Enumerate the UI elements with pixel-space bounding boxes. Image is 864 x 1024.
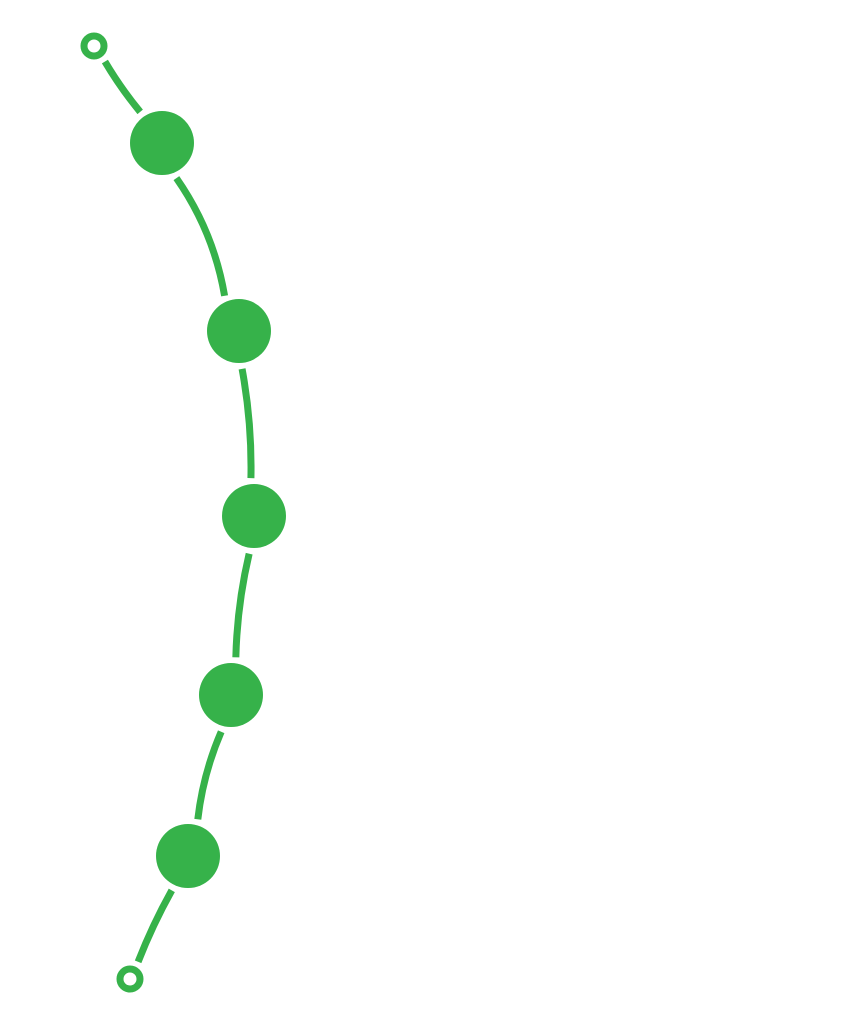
timeline-step-5-node[interactable] bbox=[156, 824, 220, 888]
timeline-connector-4 bbox=[232, 552, 253, 658]
timeline-start-node bbox=[80, 32, 108, 60]
timeline-connector-3 bbox=[238, 368, 255, 479]
timeline-connector-5 bbox=[194, 730, 225, 820]
timeline-step-1-node[interactable] bbox=[130, 111, 194, 175]
timeline-connectors bbox=[101, 59, 255, 964]
timeline-connector-1 bbox=[101, 59, 143, 115]
timeline-step-2-node[interactable] bbox=[207, 299, 271, 363]
timeline-connector-6 bbox=[134, 888, 175, 964]
timeline-step-3-node[interactable] bbox=[222, 484, 286, 548]
timeline-end-node bbox=[116, 965, 144, 993]
timeline-connector-2 bbox=[173, 176, 229, 297]
timeline-nodes bbox=[80, 32, 286, 993]
timeline-step-4-node[interactable] bbox=[199, 663, 263, 727]
